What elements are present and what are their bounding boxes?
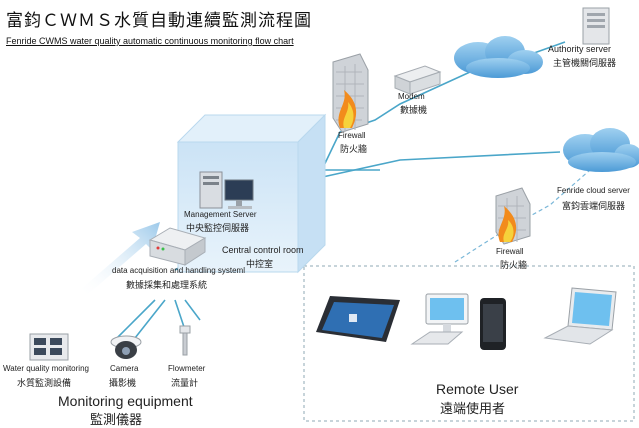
flowmeter-icon [179, 325, 191, 356]
page-title: 富鈞ＣＷＭＳ水質自動連續監測流程圖 [6, 11, 312, 31]
daq-label: data acquisition and handling systeml [112, 266, 245, 275]
camera-label: Camera [110, 364, 139, 373]
desktop-icon [410, 293, 469, 345]
tablet-icon [316, 296, 400, 342]
management-server-label-zh: 中央監控伺服器 [186, 224, 250, 234]
camera-label-zh: 攝影機 [109, 379, 137, 389]
control-room-label-zh: 中控室 [246, 260, 274, 270]
modem-label-zh: 數據機 [400, 106, 428, 116]
laptop-icon [543, 287, 617, 345]
flowmeter-label: Flowmeter [168, 364, 206, 373]
control-room-label: Central control room [222, 245, 304, 255]
firewall-top-label: Firewall [338, 131, 366, 140]
cloud-server-label: Fenride cloud server [557, 186, 630, 195]
modem-icon [393, 65, 442, 95]
modem-label: Modem [398, 92, 425, 101]
firewall-right-label-zh: 防火牆 [500, 261, 528, 271]
firewall-top-icon [332, 53, 369, 133]
page-subtitle: Fenride CWMS water quality automatic con… [6, 36, 294, 46]
authority-server-icon [582, 7, 610, 45]
remote-user-label-zh: 遠端使用者 [440, 402, 506, 417]
authority-server-label-zh: 主管機關伺服器 [553, 59, 617, 69]
daq-label-zh: 數據採集和處理系統 [126, 281, 208, 291]
monitoring-equipment-label: Monitoring equipment [58, 393, 193, 409]
firewall-right-icon [495, 187, 531, 245]
management-server-label: Management Server [184, 210, 257, 219]
wq-device-label-zh: 水質監測設備 [17, 379, 72, 389]
firewall-top-label-zh: 防火牆 [340, 145, 368, 155]
authority-server-label: Authority server [548, 44, 612, 54]
monitoring-equipment-label-zh: 監測儀器 [90, 413, 143, 428]
firewall-right-label: Firewall [496, 247, 524, 256]
internet-cloud [454, 36, 543, 78]
remote-user-label: Remote User [436, 381, 519, 397]
remote-user-zone [303, 265, 635, 422]
smartphone-icon [480, 298, 506, 350]
camera-icon [110, 335, 142, 359]
cloud-server-label-zh: 富鈞雲端伺服器 [562, 202, 626, 212]
flowmeter-label-zh: 流量計 [171, 379, 199, 389]
management-server-icon [199, 171, 254, 209]
water-quality-device-icon [29, 333, 69, 361]
upload-arrow [80, 222, 160, 296]
daq-device-icon [148, 227, 207, 266]
wq-device-label: Water quality monitoring [3, 364, 89, 373]
fenride-cloud [563, 128, 639, 172]
